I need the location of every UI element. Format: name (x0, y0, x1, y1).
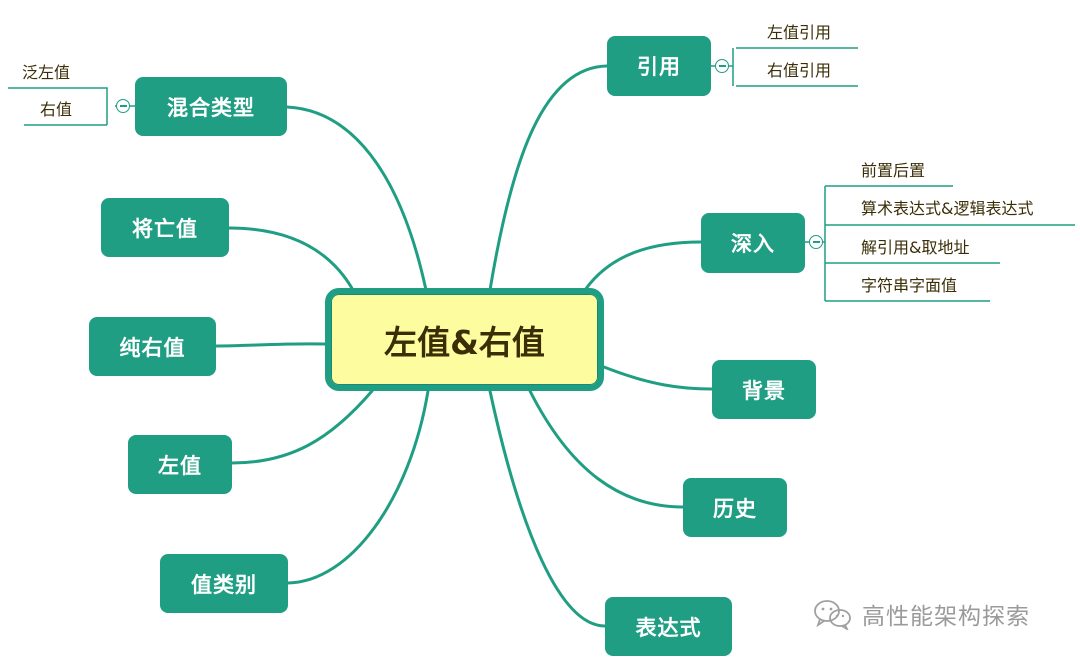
node-deep[interactable]: 深入 (701, 213, 805, 273)
leaf-rvalue-reference[interactable]: 右值引用 (767, 61, 832, 80)
collapse-toggle-deep[interactable] (809, 235, 823, 249)
connector-prvalue (214, 342, 327, 348)
node-prvalue[interactable]: 纯右值 (89, 317, 216, 376)
connector-background (602, 365, 714, 391)
wechat-icon (814, 600, 851, 630)
leaf-prefix-postfix[interactable]: 前置后置 (861, 161, 926, 180)
connector-expression (488, 389, 607, 628)
node-value-category[interactable]: 值类别 (160, 554, 288, 613)
connector-xvalue (227, 226, 355, 292)
connector-category (286, 389, 430, 585)
central-topic[interactable]: 左值&右值 (325, 288, 604, 391)
leaf-lvalue-reference[interactable]: 左值引用 (767, 23, 832, 42)
leaf-rvalue[interactable]: 右值 (40, 100, 73, 119)
watermark-text: 高性能架构探索 (862, 604, 1030, 630)
leaf-line-mixed-0 (8, 87, 108, 125)
connector-reference (488, 64, 609, 292)
node-mixed-type[interactable]: 混合类型 (135, 77, 287, 136)
connector-lvalue (230, 389, 374, 465)
leaf-glvalue[interactable]: 泛左值 (22, 63, 71, 82)
leaf-string-literal[interactable]: 字符串字面值 (861, 276, 958, 295)
connector-history (528, 389, 685, 509)
collapse-toggle-mixed[interactable] (116, 99, 130, 113)
watermark: 高性能架构探索 (812, 596, 1030, 632)
leaf-deref-addressof[interactable]: 解引用&取地址 (861, 238, 970, 257)
node-lvalue[interactable]: 左值 (128, 435, 232, 494)
collapse-toggle-reference[interactable] (715, 59, 729, 73)
node-reference[interactable]: 引用 (607, 36, 711, 96)
node-expression[interactable]: 表达式 (605, 597, 732, 656)
node-history[interactable]: 历史 (683, 478, 787, 537)
connector-mixed (285, 105, 428, 292)
leaf-arith-logic-expr[interactable]: 算术表达式&逻辑表达式 (861, 199, 1034, 218)
node-xvalue[interactable]: 将亡值 (101, 198, 229, 257)
connector-deep (583, 240, 703, 292)
node-background[interactable]: 背景 (712, 360, 816, 419)
